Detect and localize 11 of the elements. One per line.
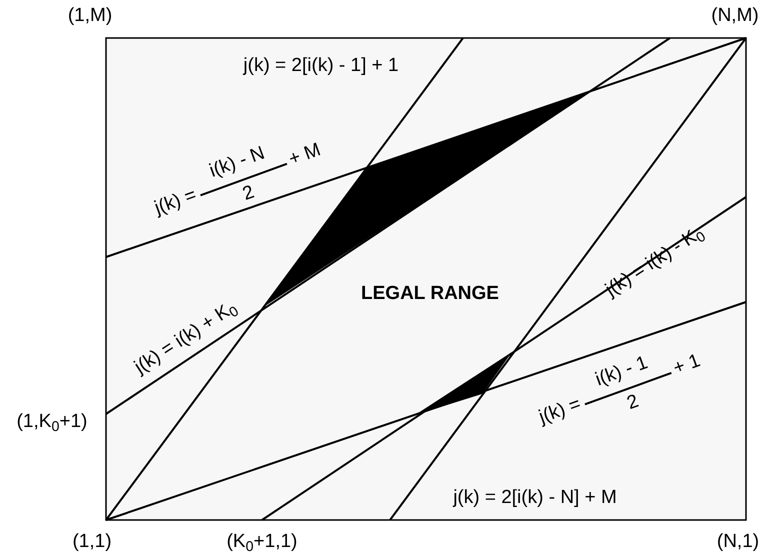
- equation-label: j(k) = 2[i(k) - 1] + 1: [243, 54, 399, 76]
- equation-label: j(k) = 2[i(k) - N] + M: [453, 486, 617, 508]
- equation-label: + 1: [670, 349, 704, 382]
- coordinate-label: (1,K$_{0}$+1): [16, 410, 88, 432]
- coordinate-label: (1,M): [68, 4, 112, 26]
- coordinate-label: (N,M): [711, 4, 759, 26]
- equation-label: + M: [285, 138, 325, 172]
- coordinate-label: (1,1): [72, 530, 112, 552]
- region-label: LEGAL RANGE: [361, 282, 499, 304]
- coordinate-label: (K$_{0}$+1,1): [226, 530, 298, 552]
- coordinate-label: (N,1): [716, 530, 760, 552]
